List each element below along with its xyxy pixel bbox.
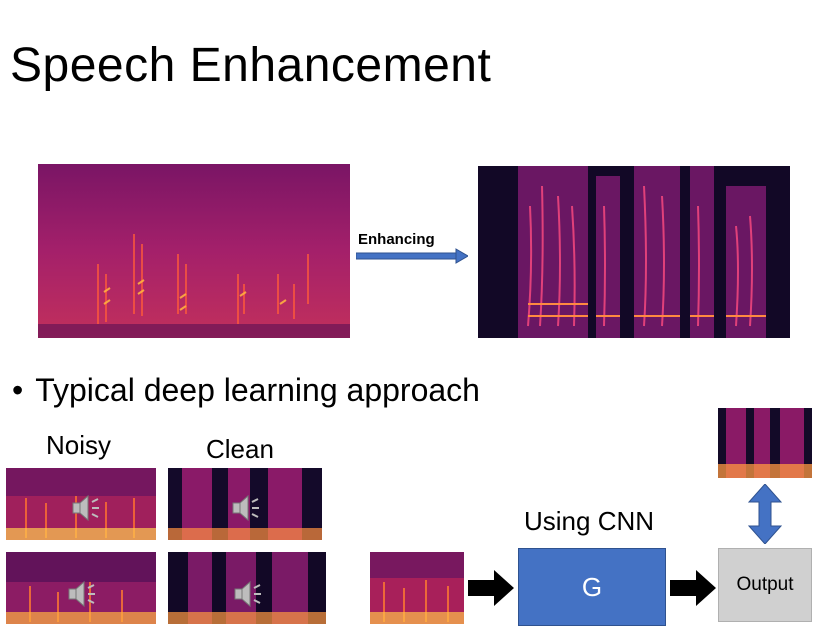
output-label: Output (736, 574, 794, 595)
noisy-spectrogram-1 (6, 468, 156, 540)
generator-box: G (518, 548, 666, 626)
output-box: Output (718, 548, 812, 622)
speaker-icon[interactable] (230, 492, 262, 524)
input-spectrogram (370, 552, 464, 624)
bullet-dot: • (12, 372, 24, 408)
enhancing-label: Enhancing (358, 231, 435, 248)
generator-label: G (581, 571, 603, 602)
speaker-icon[interactable] (232, 578, 264, 610)
noisy-spectrogram-large (38, 164, 350, 338)
slide-title: Speech Enhancement (10, 39, 492, 92)
right-arrow-icon (468, 570, 514, 606)
using-cnn-label: Using CNN (524, 506, 655, 536)
noisy-label: Noisy (46, 430, 112, 460)
right-arrow-icon (356, 248, 468, 264)
output-spectrogram (718, 408, 812, 478)
double-vertical-arrow-icon (747, 484, 783, 544)
speaker-icon[interactable] (66, 578, 98, 610)
speaker-icon[interactable] (70, 492, 102, 524)
bullet-item: • Typical deep learning approach (12, 372, 480, 409)
clean-spectrogram-large (478, 166, 790, 338)
bullet-text: Typical deep learning approach (35, 372, 480, 408)
right-arrow-icon (670, 570, 716, 606)
clean-label: Clean (206, 434, 274, 464)
